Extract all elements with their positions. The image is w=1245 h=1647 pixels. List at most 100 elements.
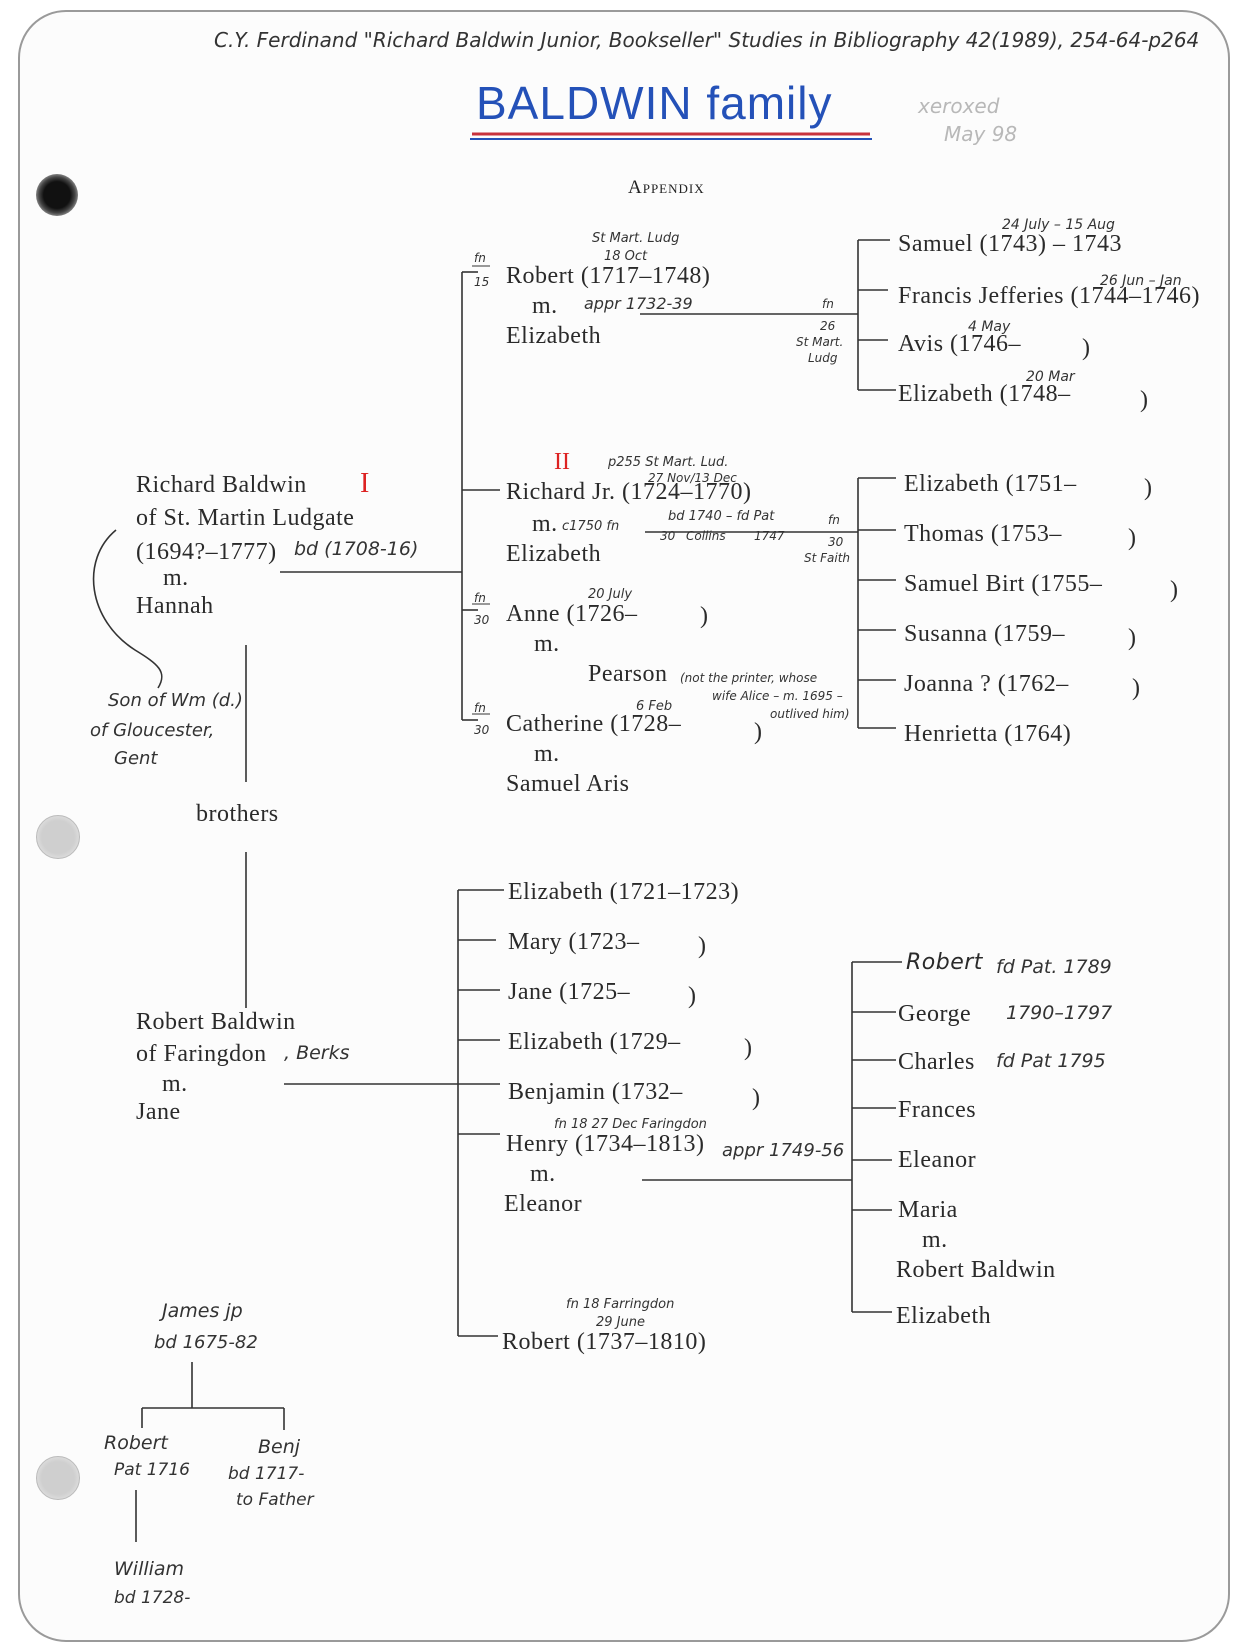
richard-jr-children-fn-number: 30: [828, 535, 844, 549]
henry-spouse: Eleanor: [504, 1191, 583, 1217]
avis-name: Avis (1746–: [898, 331, 1022, 357]
robert-grandson-name: Robert: [906, 950, 983, 975]
robert-1717-name: Robert (1717–1748): [506, 263, 711, 289]
richard-jr-name: Richard Jr. (1724–1770): [506, 479, 752, 505]
appendix-heading: Appendix: [628, 177, 705, 198]
robert-fn-number: 15: [474, 275, 490, 289]
robert-grandson-note: fd Pat. 1789: [996, 956, 1112, 978]
thomas-name: Thomas (1753–: [904, 521, 1062, 547]
robert-baptism-date: 18 Oct: [604, 249, 648, 264]
henrietta-name: Henrietta (1764): [904, 721, 1072, 747]
robert-fn-mark: fn: [474, 251, 486, 265]
jane-name: Jane (1725–: [508, 979, 631, 1005]
pearson-note-3: outlived him): [770, 707, 850, 721]
benjamin-close-paren: ): [752, 1085, 761, 1111]
richard-jr-children-fn-mark: fn: [828, 513, 840, 527]
binder-hole-top: [36, 174, 78, 216]
charles-name: Charles: [898, 1049, 975, 1075]
anne-close-paren: ): [700, 603, 709, 629]
samuel-birt-name: Samuel Birt (1755–: [904, 571, 1103, 597]
samuel-birt-close-paren: ): [1170, 577, 1179, 603]
robert-children-fn-number: 26: [820, 319, 836, 333]
elizabeth-1729-close-paren: ): [744, 1035, 753, 1061]
benj-father-note: to Father: [236, 1490, 314, 1510]
susanna-name: Susanna (1759–: [904, 621, 1065, 647]
roman-numeral-one: I: [360, 468, 370, 499]
catherine-spouse: Samuel Aris: [506, 771, 630, 797]
anne-fn-number: 30: [474, 613, 490, 627]
catherine-fn-number: 30: [474, 723, 490, 737]
anne-name: Anne (1726–: [506, 601, 638, 627]
maria-spouse: Robert Baldwin: [896, 1257, 1056, 1283]
richard-sr-dates: (1694?–1777): [136, 539, 277, 565]
catherine-married: m.: [534, 741, 560, 767]
richard-jr-married: m.: [532, 511, 558, 537]
pearson-note-1: (not the printer, whose: [680, 671, 818, 685]
richard-sr-bound-note: bd (1708-16): [294, 538, 419, 560]
richard-jr-collins-note: Collins: [686, 529, 726, 543]
elizabeth-1751-name: Elizabeth (1751–: [904, 471, 1077, 497]
robert-sr-name: Robert Baldwin: [136, 1009, 296, 1035]
richard-jr-baptism-dates: 27 Nov/13 Dec: [648, 471, 737, 485]
page-title: BALDWIN family: [476, 77, 833, 129]
elizabeth-1748-name: Elizabeth (1748–: [898, 381, 1071, 407]
james-name: James jp: [162, 1300, 243, 1322]
mary-close-paren: ): [698, 933, 707, 959]
robert-1737-fn-note: fn 18 Farringdon: [566, 1297, 675, 1312]
elizabeth-grandchild-name: Elizabeth: [896, 1303, 992, 1329]
avis-note: 4 May: [968, 319, 1011, 335]
joanna-close-paren: ): [1132, 675, 1141, 701]
robert-pat-note: Pat 1716: [114, 1460, 191, 1480]
richard-jr-bound-note: bd 1740 – fd Pat: [668, 509, 775, 524]
benjamin-name: Benjamin (1732–: [508, 1079, 683, 1105]
robert-1717-spouse: Elizabeth: [506, 323, 602, 349]
robert-pat-name: Robert: [104, 1432, 168, 1454]
richard-sr-parish: of St. Martin Ludgate: [136, 505, 355, 531]
richard-jr-1747-note: 1747: [754, 529, 785, 543]
citation-note: C.Y. Ferdinand "Richard Baldwin Junior, …: [214, 28, 1200, 52]
george-name: George: [898, 1001, 972, 1027]
son-of-note-1: Son of Wm (d.): [108, 690, 243, 711]
roman-numeral-two: II: [554, 449, 570, 475]
robert-1717-married: m.: [532, 293, 558, 319]
robert-sr-married: m.: [162, 1071, 188, 1097]
margin-note-xeroxed: xeroxed: [918, 94, 1000, 118]
benj-name: Benj: [258, 1436, 301, 1458]
elizabeth-1748-close-paren: ): [1140, 387, 1149, 413]
richard-jr-fn-30: 30: [660, 529, 676, 543]
james-bound-note: bd 1675-82: [154, 1332, 258, 1353]
robert-baptism-place: St Mart. Ludg: [592, 231, 680, 246]
maria-married: m.: [922, 1227, 948, 1253]
elizabeth-1729-name: Elizabeth (1729–: [508, 1029, 681, 1055]
binder-hole-middle: [36, 815, 80, 859]
anne-married: m.: [534, 631, 560, 657]
robert-sr-spouse: Jane: [136, 1099, 181, 1125]
robert-children-fn-place-2: Ludg: [808, 351, 838, 365]
charles-note: fd Pat 1795: [996, 1050, 1106, 1072]
elizabeth-1748-note: 20 Mar: [1026, 369, 1075, 385]
richard-jr-page-note: p255 St Mart. Lud.: [608, 455, 729, 470]
binder-hole-bottom: [36, 1456, 80, 1500]
robert-sr-place: of Faringdon: [136, 1041, 267, 1067]
francis-jefferies-name: Francis Jefferies (1744–1746): [898, 283, 1200, 309]
robert-children-fn-place-1: St Mart.: [796, 335, 844, 349]
robert-1737-date-note: 29 June: [596, 1315, 645, 1330]
eleanor-name: Eleanor: [898, 1147, 977, 1173]
richard-sr-name: Richard Baldwin: [136, 472, 307, 498]
william-bound-note: bd 1728-: [114, 1588, 191, 1608]
samuel-1743-note: 24 July – 15 Aug: [1002, 217, 1115, 233]
henry-name: Henry (1734–1813): [506, 1131, 705, 1157]
jane-close-paren: ): [688, 983, 697, 1009]
anne-baptism-date: 20 July: [588, 587, 633, 602]
samuel-1743-name: Samuel (1743) – 1743: [898, 231, 1122, 257]
catherine-name: Catherine (1728–: [506, 711, 682, 737]
henry-married: m.: [530, 1161, 556, 1187]
avis-close-paren: ): [1082, 335, 1091, 361]
catherine-fn-mark: fn: [474, 701, 486, 715]
pearson-note-2: wife Alice – m. 1695 –: [712, 689, 843, 703]
son-of-note-2: of Gloucester,: [90, 720, 215, 741]
joanna-name: Joanna ? (1762–: [904, 671, 1069, 697]
richard-jr-spouse: Elizabeth: [506, 541, 602, 567]
henry-apprentice-note: appr 1749-56: [722, 1140, 845, 1161]
